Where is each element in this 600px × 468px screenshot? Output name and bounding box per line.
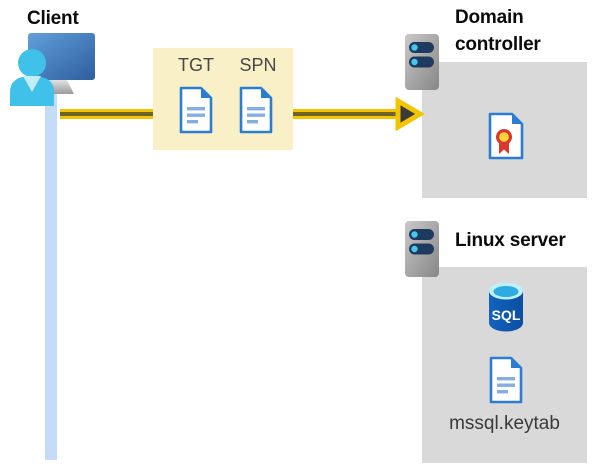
sql-database-icon: SQL [489,282,523,332]
tgt-document-icon [179,86,213,134]
domain-controller-label: Domain controller [455,7,541,55]
keytab-document-icon [489,356,523,404]
person-head [18,49,46,77]
person-at-computer-icon [10,33,95,106]
domain-controller-server-icon [405,34,439,90]
ticket-box: TGT SPN [153,48,293,150]
spn-label: SPN [239,55,277,75]
client-timeline-line [45,76,57,460]
linux-server-label: Linux server [455,230,566,251]
person-collar [23,76,41,92]
keytab-filename-label: mssql.keytab [449,413,560,434]
client-label: Client [27,8,79,29]
sql-text: SQL [492,307,521,323]
certificate-icon [488,112,524,160]
spn-document-icon [239,86,273,134]
tgt-label: TGT [178,55,214,75]
linux-server-icon [405,221,439,277]
right-arrow-icon [395,97,425,131]
